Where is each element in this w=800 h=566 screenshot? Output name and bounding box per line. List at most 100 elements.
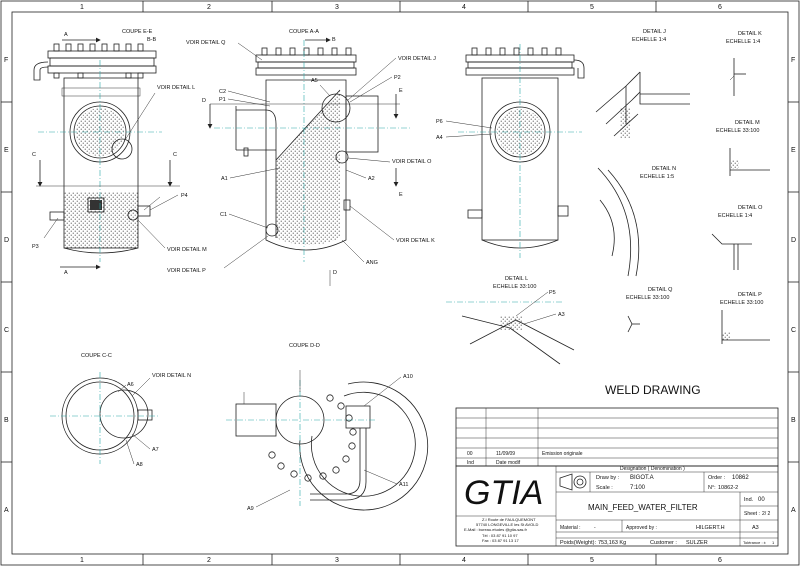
row-label-b: B <box>4 417 9 424</box>
projection-symbol-icon <box>559 473 587 491</box>
detail-l-scale: ECHELLE 33:100 <box>493 284 536 290</box>
order-label: Order : <box>708 475 726 481</box>
sheet-label: Sheet : <box>744 511 760 517</box>
detail-o: DETAIL O ECHELLE 1:4 <box>711 205 763 270</box>
weld-ang: ANG <box>366 260 378 266</box>
col-label-3-bottom: 3 <box>335 557 339 564</box>
view-title-coupe-ee: COUPE E-E <box>122 29 153 35</box>
row-label-e: E <box>4 147 9 154</box>
detail-l: DETAIL L ECHELLE 33:100 P5 A3 <box>446 276 575 365</box>
weld-a1: A1 <box>221 176 228 182</box>
weld-p3: P3 <box>32 244 39 250</box>
detail-p-title: DETAIL P <box>738 292 762 298</box>
callout-voir-detail-n: VOIR DETAIL N <box>152 373 191 379</box>
order-value: 10862 <box>732 475 749 481</box>
weight-label: Poids(Weight): <box>560 540 596 546</box>
address-line-2: 57740 LONGEVILLE les St AVOLD <box>476 522 539 527</box>
view-title-coupe-bb: B-B <box>147 37 157 43</box>
section-letter-a-bottom: A <box>64 270 68 276</box>
callout-voir-detail-p: VOIR DETAIL P <box>167 268 206 274</box>
weld-a11: A11 <box>399 482 408 488</box>
weld-p6: P6 <box>436 119 443 125</box>
weld-a7: A7 <box>152 447 159 453</box>
title-block: 00 11/09/09 Emission originale Ind Date … <box>455 407 779 547</box>
weld-a8: A8 <box>136 462 143 468</box>
row-label-c-right: C <box>791 327 796 334</box>
row-label-a-right: A <box>791 507 796 514</box>
scale-value: 7:100 <box>630 485 646 491</box>
view-coupe-cc: COUPE C-C A6 VOIR DETAIL N A7 A8 <box>50 353 191 468</box>
material-label: Material : <box>560 525 581 531</box>
address-line-4: Tél : 03 87 91 10 97 <box>482 533 518 538</box>
address-line-1: Z.I Route de FAULQUEMONT <box>482 517 536 522</box>
weld-p2: P2 <box>394 75 401 81</box>
sheet-value: 2/ 2 <box>762 511 771 517</box>
revision-ind-value: 00 <box>467 451 473 457</box>
view-right-elevation: P6 A4 <box>436 44 585 258</box>
weld-c1: C1 <box>220 212 227 218</box>
section-letter-c-left: C <box>32 152 36 158</box>
row-label-e-right: E <box>791 147 796 154</box>
row-label-b-right: B <box>791 417 796 424</box>
row-label-f: F <box>4 57 8 64</box>
detail-k: DETAIL K ECHELLE 1:4 <box>726 31 762 96</box>
ind-label: Ind. <box>744 497 754 503</box>
detail-m-scale: ECHELLE 33:100 <box>716 128 759 134</box>
address-line-3: E-Mail : bureau.etudes @gtia-sas.fr <box>464 527 528 532</box>
view-title-coupe-dd: COUPE D-D <box>289 343 320 349</box>
part-name: MAIN_FEED_WATER_FILTER <box>588 503 698 512</box>
row-label-d: D <box>4 237 9 244</box>
detail-o-scale: ECHELLE 1:4 <box>718 213 752 219</box>
tolerance-label: Tolérance : ± <box>743 540 767 545</box>
detail-p: DETAIL P ECHELLE 33:100 <box>720 292 770 344</box>
draw-by-label: Draw by : <box>596 475 620 481</box>
callout-voir-detail-o: VOIR DETAIL O <box>392 159 432 165</box>
revision-date-value: 11/09/09 <box>496 451 515 457</box>
col-label-5-bottom: 5 <box>590 557 594 564</box>
tolerance-value: 1 <box>772 540 775 545</box>
callout-voir-detail-q: VOIR DETAIL Q <box>186 40 226 46</box>
weld-p5: P5 <box>549 290 556 296</box>
weld-a6: A6 <box>127 382 134 388</box>
revision-date-label: Date modif <box>496 460 521 466</box>
detail-j-title: DETAIL J <box>643 29 666 35</box>
callout-voir-detail-k: VOIR DETAIL K <box>396 238 435 244</box>
row-label-f-right: F <box>791 57 795 64</box>
number-value: 10862-2 <box>718 485 738 491</box>
draw-by-value: BIGOT.A <box>630 475 654 481</box>
row-label-c: C <box>4 327 9 334</box>
view-title-coupe-cc: COUPE C-C <box>81 353 112 359</box>
weld-p4: P4 <box>181 193 188 199</box>
view-title-coupe-aa: COUPE A-A <box>289 29 319 35</box>
detail-j: DETAIL J ECHELLE 1:4 <box>595 29 690 138</box>
row-label-d-right: D <box>791 237 796 244</box>
material-value: - <box>594 525 596 531</box>
section-letter-a: A <box>64 32 68 38</box>
col-label-5: 5 <box>590 4 594 11</box>
section-letter-c-right: C <box>173 152 177 158</box>
detail-q-scale: ECHELLE 33:100 <box>626 295 669 301</box>
detail-q: DETAIL Q ECHELLE 33:100 <box>626 287 673 333</box>
scale-label: Scale : <box>596 485 613 491</box>
callout-voir-detail-m: VOIR DETAIL M <box>167 247 207 253</box>
revision-ind-label: Ind <box>467 460 474 466</box>
section-letter-d-bottom: D <box>333 270 337 276</box>
col-label-3: 3 <box>335 4 339 11</box>
approved-value: HILGERT.H <box>696 525 725 531</box>
col-label-4-bottom: 4 <box>462 557 466 564</box>
detail-m: DETAIL M ECHELLE 33:100 <box>716 120 770 176</box>
format-value: A3 <box>752 525 759 531</box>
detail-n-title: DETAIL N <box>652 166 676 172</box>
col-label-2-bottom: 2 <box>207 557 211 564</box>
col-label-6: 6 <box>718 4 722 11</box>
view-coupe-dd: COUPE D-D A10 A11 A9 <box>226 343 429 512</box>
weld-a10: A10 <box>403 374 413 380</box>
section-letter-b: B <box>332 37 336 43</box>
company-logo: GTIA <box>464 474 543 512</box>
detail-m-title: DETAIL M <box>735 120 760 126</box>
section-letter-e-bottom: E <box>399 192 403 198</box>
col-label-2: 2 <box>207 4 211 11</box>
col-label-1-bottom: 1 <box>80 557 84 564</box>
